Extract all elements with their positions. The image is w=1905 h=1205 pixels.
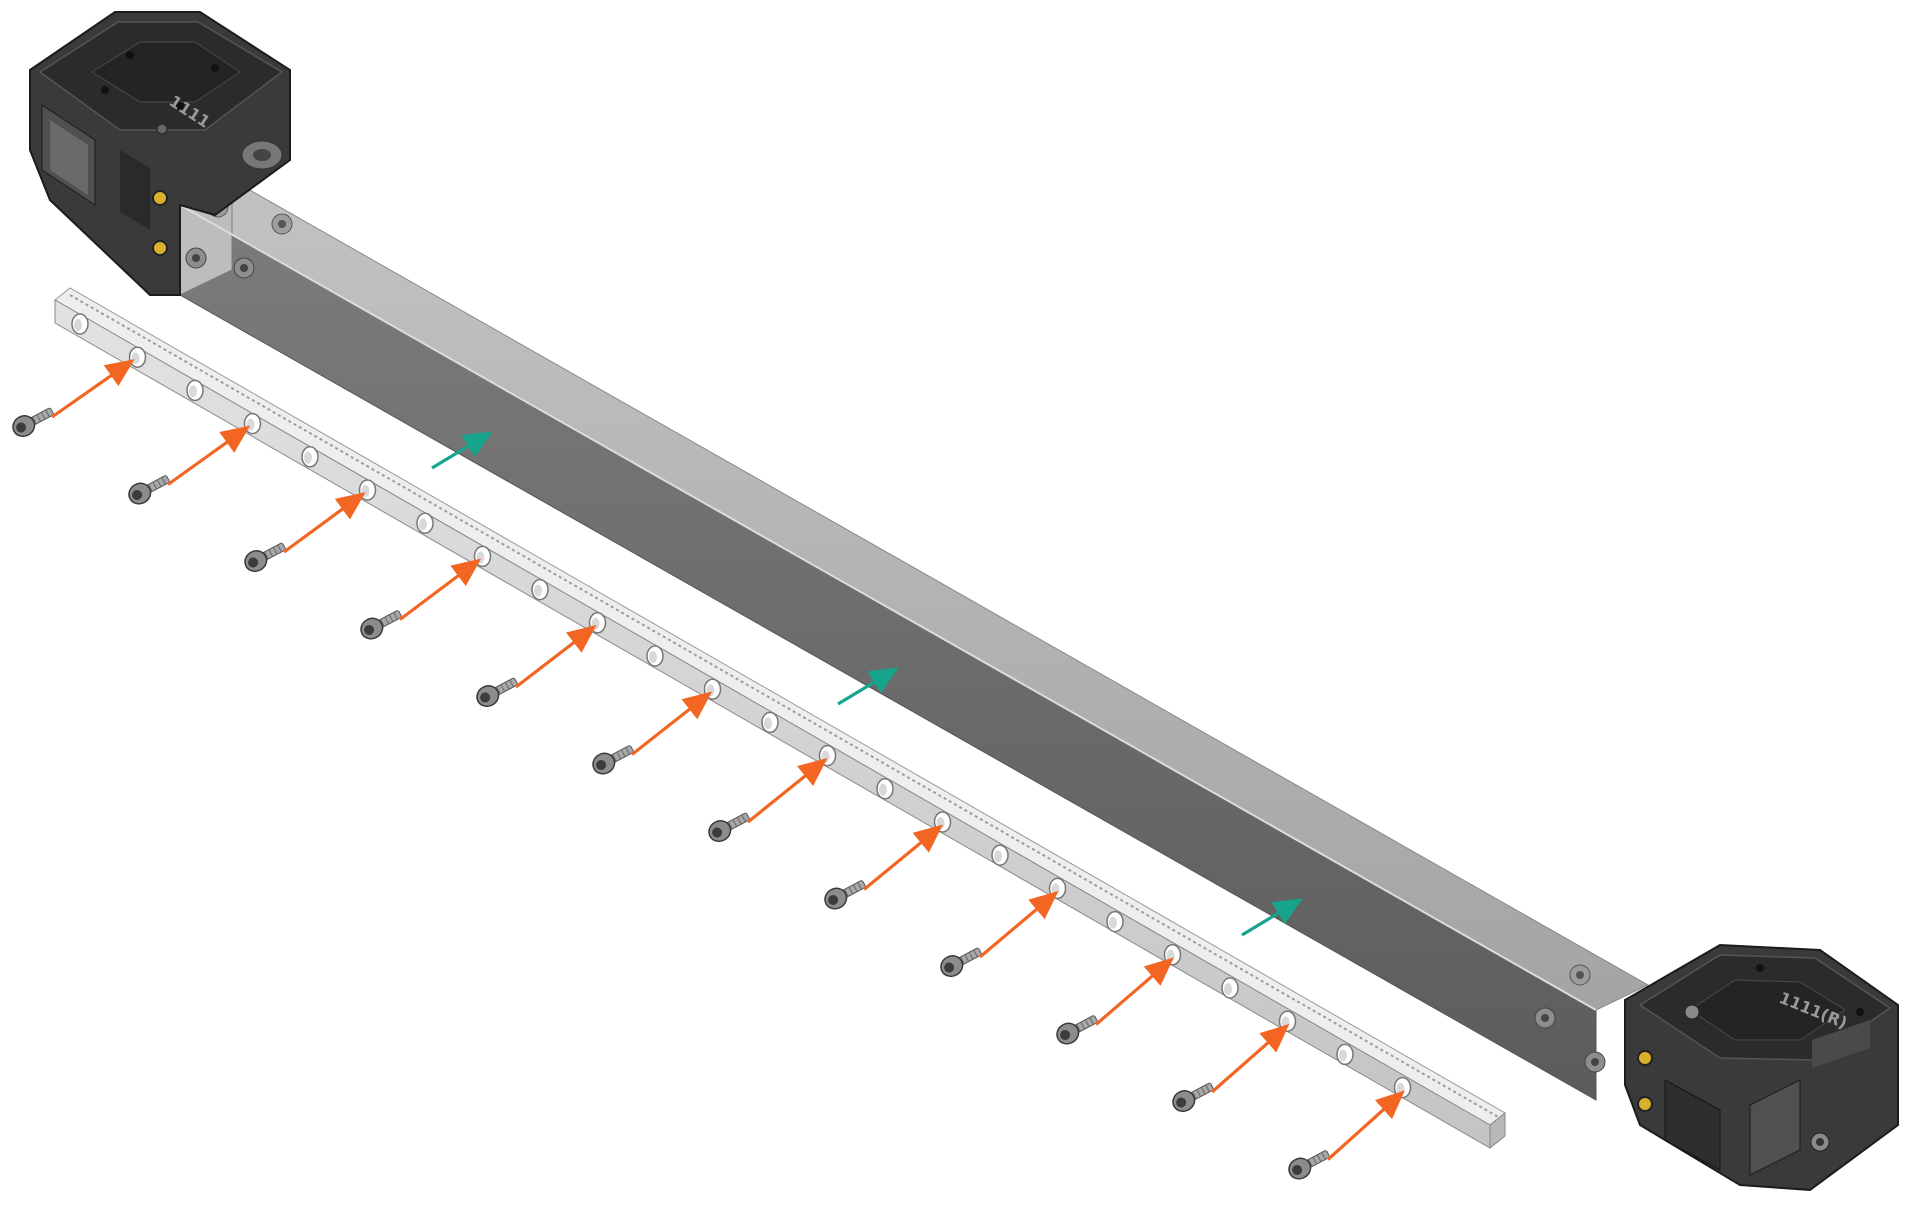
right-corner-block: 1111(R) bbox=[1624, 943, 1899, 1192]
screw-arrows bbox=[51, 359, 1405, 1161]
arrow-icon bbox=[1210, 1023, 1290, 1094]
brass-insert bbox=[152, 240, 168, 256]
arrow-icon bbox=[1094, 957, 1174, 1026]
socket-head-screw-icon bbox=[708, 812, 750, 843]
arrow-icon bbox=[1326, 1090, 1405, 1161]
right-block-bolt bbox=[1810, 1132, 1830, 1152]
arrow-icon bbox=[631, 691, 713, 756]
arrow-icon bbox=[167, 425, 251, 486]
extrusion-bolt bbox=[185, 247, 207, 269]
mounting-hole-icon bbox=[646, 645, 664, 667]
linear-rail bbox=[54, 287, 1506, 1150]
mounting-hole-icon bbox=[416, 512, 434, 534]
mounting-hole-icon bbox=[128, 346, 147, 368]
extrusion-side-face bbox=[179, 204, 1597, 1101]
arrow-icon bbox=[399, 558, 482, 621]
socket-head-screw-icon bbox=[128, 475, 170, 505]
mounting-hole-icon bbox=[301, 446, 319, 468]
mounting-hole-icon bbox=[71, 313, 89, 335]
mounting-hole-icon bbox=[1336, 1043, 1354, 1066]
extrusion-bolt bbox=[271, 213, 293, 235]
mounting-hole-icon bbox=[876, 778, 894, 800]
right-block-bolt bbox=[1684, 1004, 1700, 1020]
screw-set bbox=[12, 407, 1330, 1180]
socket-head-screw-icon bbox=[824, 880, 866, 910]
arrow-icon bbox=[515, 625, 597, 689]
socket-head-screw-icon bbox=[12, 407, 54, 438]
socket-head-screw-icon bbox=[360, 610, 402, 640]
rail-to-extrusion-arrows bbox=[431, 431, 1303, 937]
arrow-icon bbox=[51, 359, 135, 419]
mounting-hole-icon bbox=[991, 844, 1009, 866]
arrow-icon bbox=[431, 431, 493, 470]
mounting-hole-icon bbox=[243, 412, 262, 435]
mounting-hole-icon bbox=[1221, 977, 1239, 999]
brass-insert bbox=[1637, 1050, 1653, 1066]
arrow-icon bbox=[283, 492, 366, 554]
arrow-icon bbox=[1241, 898, 1303, 937]
left-corner-block: 1111 bbox=[29, 11, 291, 296]
socket-head-screw-icon bbox=[476, 677, 518, 708]
extrusion-bolt bbox=[1534, 1007, 1556, 1029]
arrow-icon bbox=[862, 824, 943, 891]
mounting-hole-icon bbox=[358, 479, 377, 501]
socket-head-screw-icon bbox=[592, 745, 634, 775]
extrusion-bolt bbox=[233, 257, 255, 279]
socket-head-screw-icon bbox=[244, 542, 286, 573]
mounting-hole-icon bbox=[531, 578, 549, 601]
socket-head-screw-icon bbox=[1056, 1015, 1098, 1045]
extrusion-top-face bbox=[178, 179, 1650, 1011]
socket-head-screw-icon bbox=[1288, 1150, 1330, 1180]
mounting-hole-icon bbox=[186, 379, 204, 402]
mounting-hole-icon bbox=[761, 711, 779, 734]
arrow-icon bbox=[746, 757, 828, 824]
aluminium-extrusion bbox=[178, 179, 1650, 1101]
arrow-icon bbox=[837, 667, 899, 706]
socket-head-screw-icon bbox=[1172, 1082, 1214, 1113]
extrusion-bolt bbox=[1584, 1051, 1606, 1073]
rail-top-face bbox=[54, 287, 1506, 1126]
extrusion-bolt bbox=[1569, 964, 1591, 986]
mounting-hole-icon bbox=[1278, 1010, 1297, 1032]
brass-insert bbox=[152, 190, 168, 206]
mounting-hole-icon bbox=[1106, 910, 1124, 933]
brass-insert bbox=[1637, 1096, 1653, 1112]
socket-head-screw-icon bbox=[940, 947, 982, 978]
arrow-icon bbox=[978, 890, 1059, 959]
